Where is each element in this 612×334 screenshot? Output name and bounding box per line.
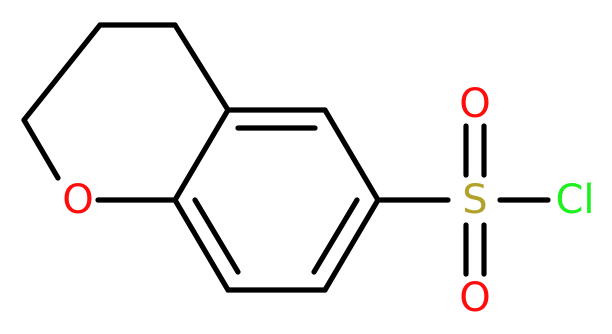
sulfur-label: S <box>462 177 487 223</box>
ring-oxygen-label: O <box>62 177 93 223</box>
sulfonyl-oxygen-bottom-label: O <box>459 275 490 321</box>
bond-c8-c8a-inner <box>192 197 241 275</box>
bond-c4-c4a <box>172 22 231 113</box>
bond-c5-c6 <box>322 107 381 203</box>
bond-c6-c7-inner <box>311 197 360 275</box>
bond-c8-c8a <box>172 197 231 293</box>
bond-c8a-c4a <box>172 107 231 203</box>
chlorine-label: Cl <box>555 177 594 223</box>
sulfonyl-oxygen-top-label: O <box>459 81 490 127</box>
bond-c2-o1 <box>21 117 61 181</box>
bond-c2-c3 <box>21 22 103 123</box>
bond-c6-c7 <box>322 197 381 293</box>
